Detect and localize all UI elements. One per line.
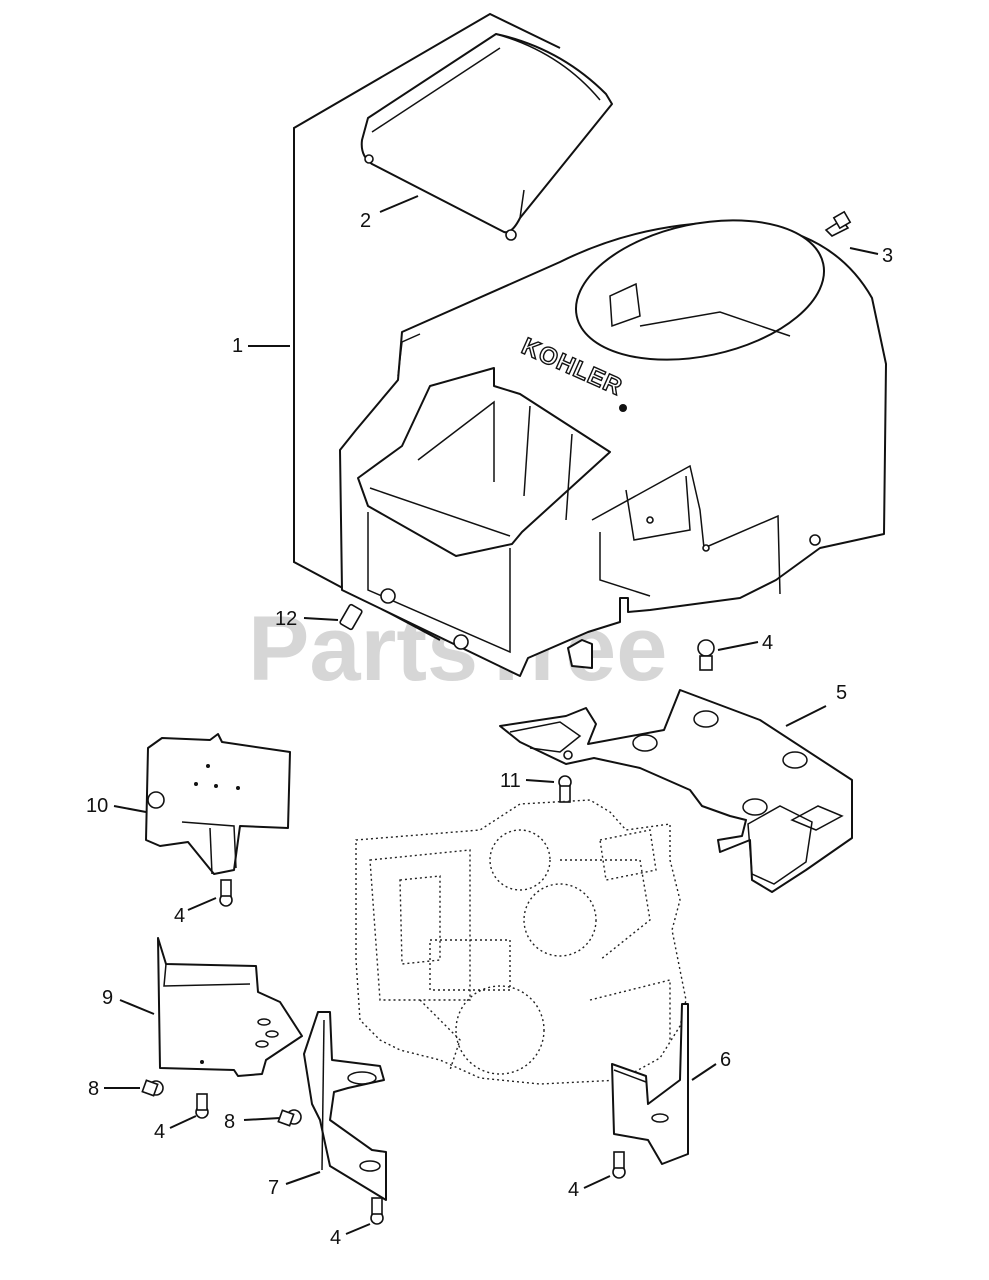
callout-4-bottom: 4 <box>330 1227 341 1249</box>
callout-4-right: 4 <box>568 1179 579 1201</box>
part-4-screw-left <box>219 879 233 907</box>
part-10-baffle <box>145 733 291 875</box>
part-8-screw-mid <box>277 1109 302 1127</box>
part-5-baffle <box>499 689 853 893</box>
engine-block-reference <box>355 799 687 1085</box>
callout-9: 9 <box>102 987 113 1009</box>
callout-12: 12 <box>275 608 297 630</box>
part-4-screw-right <box>612 1151 626 1179</box>
callout-4-mid: 4 <box>154 1121 165 1143</box>
callout-8-mid: 8 <box>224 1111 235 1133</box>
part-1-blower-housing: KOHLER <box>339 219 887 677</box>
callout-10: 10 <box>86 795 108 817</box>
callout-7: 7 <box>268 1177 279 1199</box>
part-9-baffle <box>157 937 303 1077</box>
callout-6: 6 <box>720 1049 731 1071</box>
part-6-baffle <box>611 1003 689 1165</box>
part-2-air-cleaner-cover <box>360 33 613 241</box>
part-8-screw-left <box>141 1079 164 1097</box>
part-4-screw-top <box>697 639 715 671</box>
callout-2: 2 <box>360 210 371 232</box>
part-7-bracket <box>303 1011 387 1201</box>
leader-lines <box>104 195 879 1235</box>
part-11-screw <box>558 775 572 803</box>
callout-1: 1 <box>232 335 243 357</box>
part-4-screw-mid <box>195 1093 209 1119</box>
callout-labels: 1 2 3 4 5 6 7 8 8 9 10 11 12 4 4 4 4 <box>86 210 893 1249</box>
part-12-screw <box>339 603 363 631</box>
callout-4-left: 4 <box>174 905 185 927</box>
part-4-screw-bottom <box>370 1197 384 1225</box>
part-3-screw <box>824 210 852 237</box>
callout-3: 3 <box>882 245 893 267</box>
callout-4-housing: 4 <box>762 632 773 654</box>
callout-8-left: 8 <box>88 1078 99 1100</box>
callout-11: 11 <box>500 770 521 792</box>
callout-5: 5 <box>836 682 847 704</box>
